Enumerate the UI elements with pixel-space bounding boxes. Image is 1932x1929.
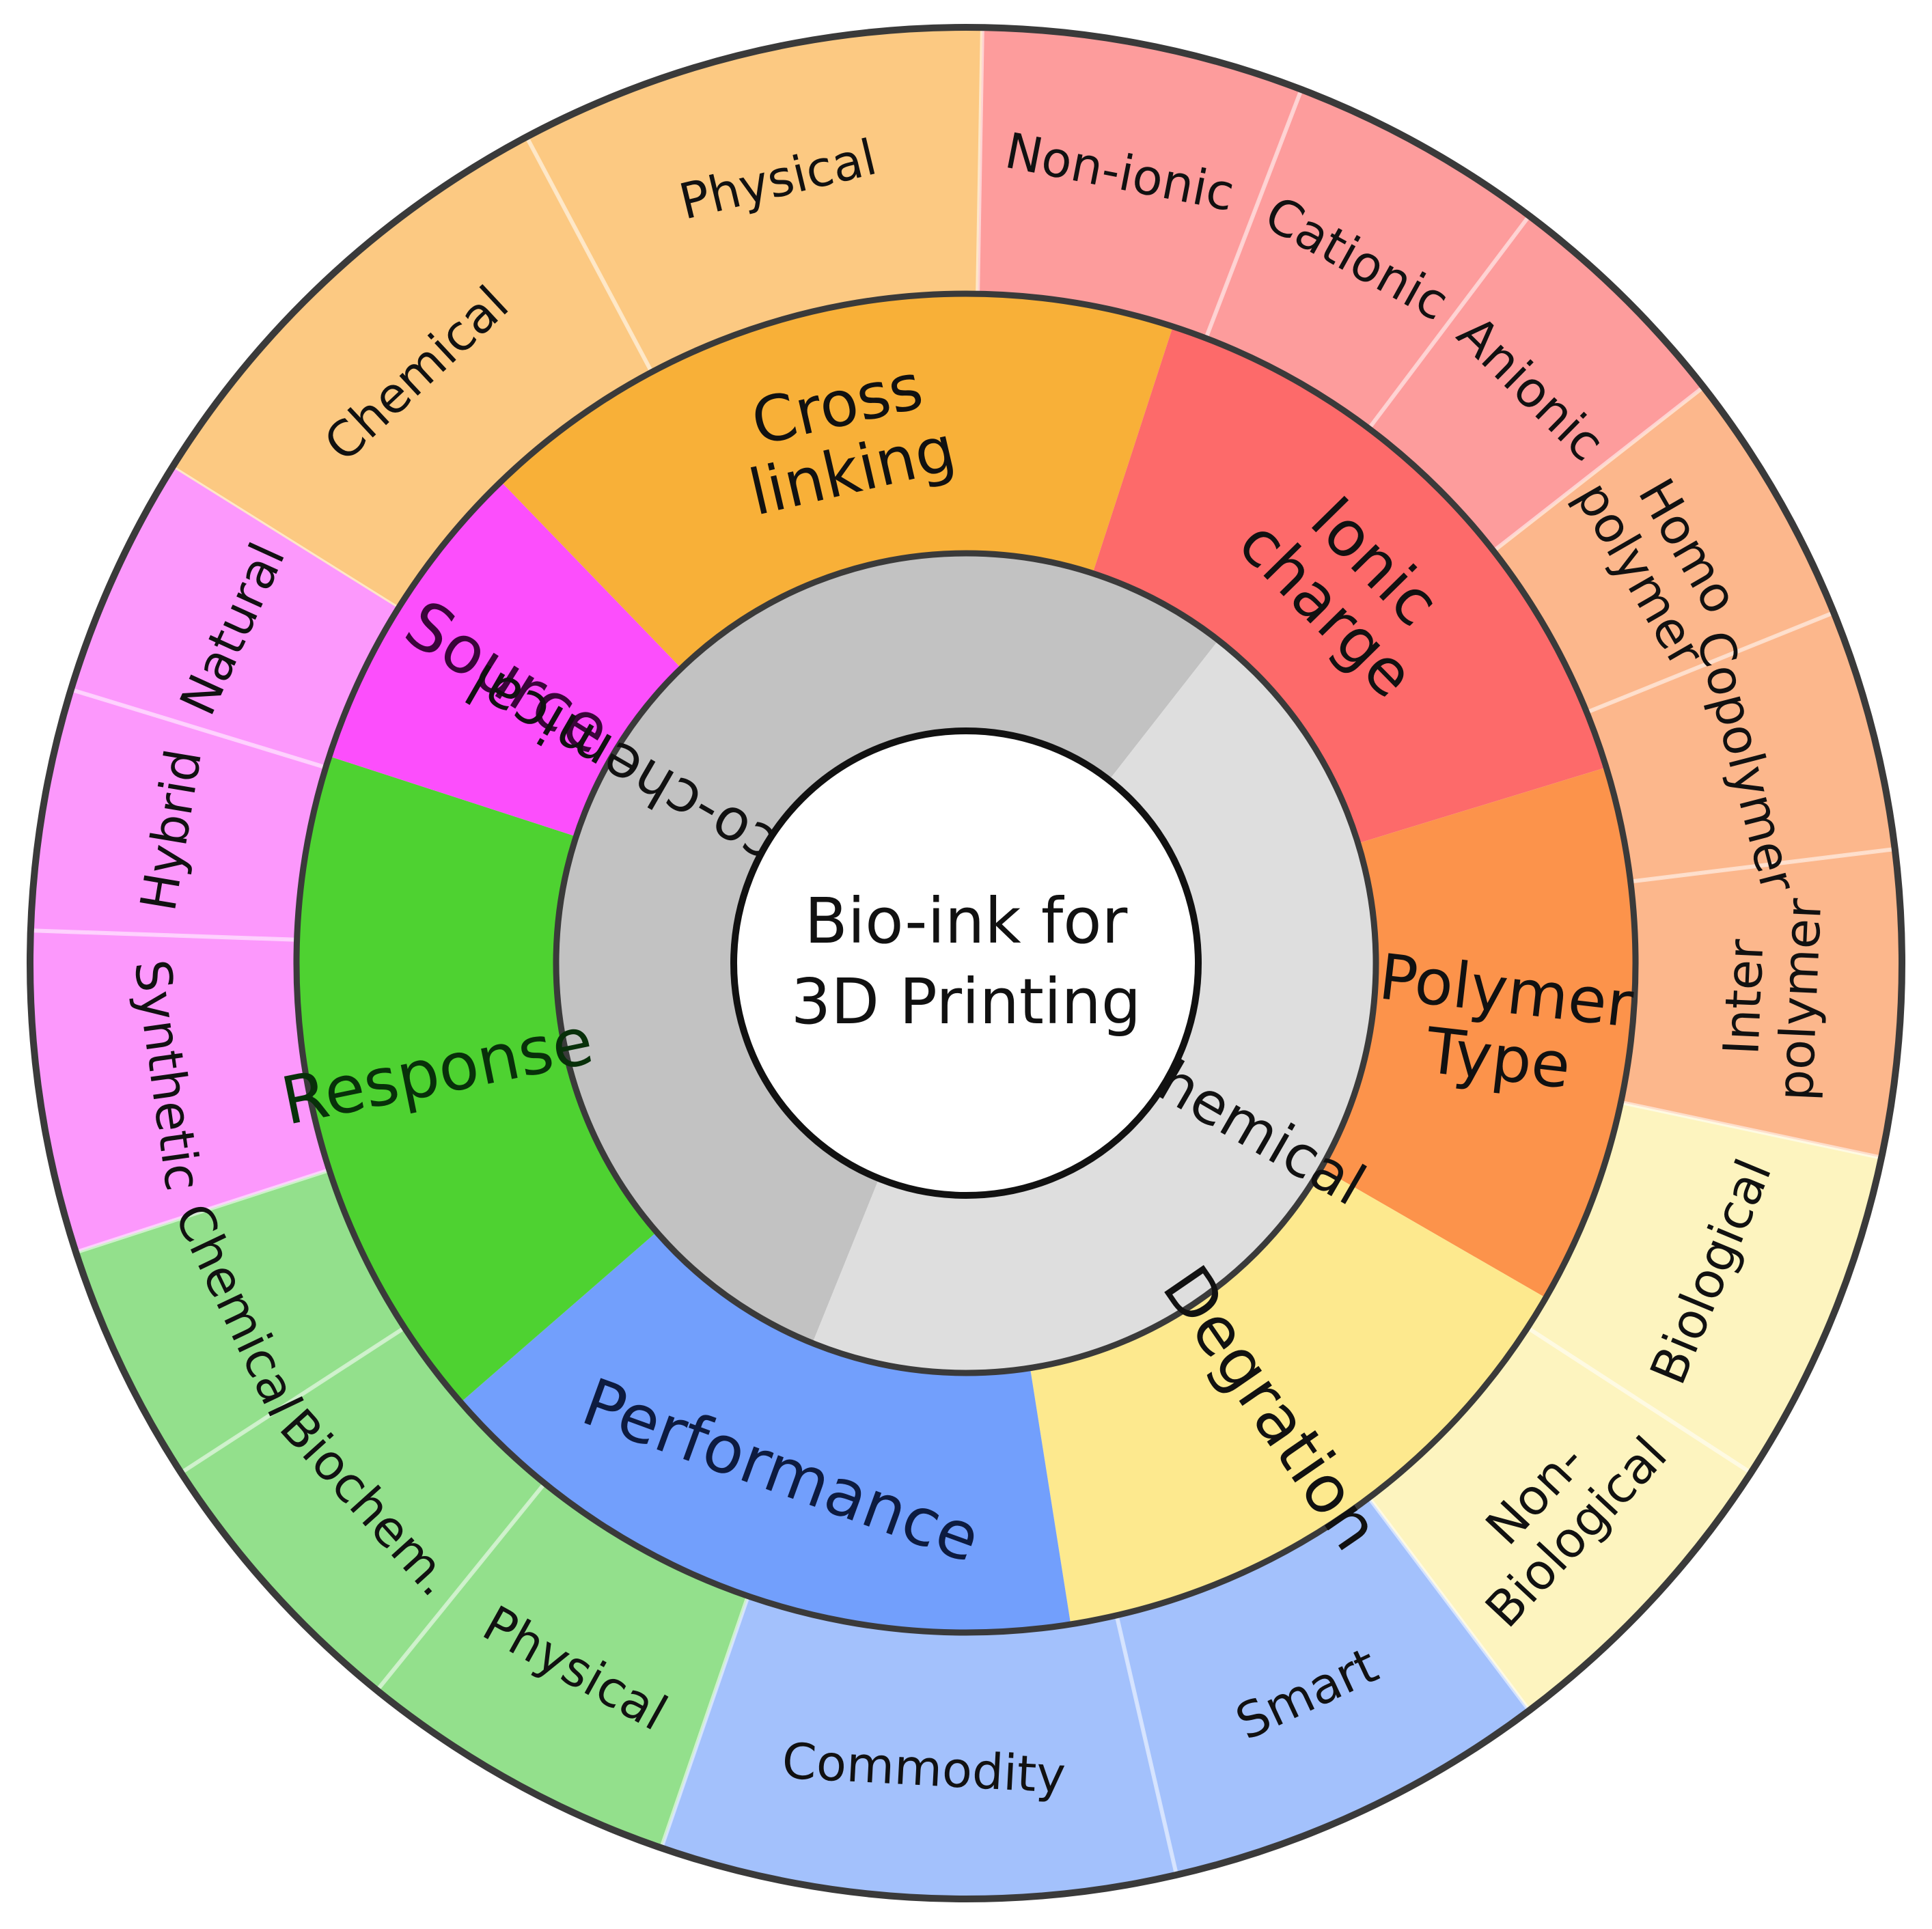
- inner-ring-property-types: [556, 553, 1377, 1373]
- ring-border: [553, 550, 1379, 1376]
- outer-segment-chemical: [172, 137, 652, 609]
- outer-separator: [70, 687, 327, 770]
- outer-separator: [659, 1595, 750, 1849]
- category-segment-polymer-type: [1321, 767, 1636, 1298]
- outer-separator: [976, 27, 984, 294]
- outer-segment-biochem-: [181, 1327, 545, 1691]
- ring-borders: [27, 24, 1905, 1902]
- ring-border: [27, 24, 1905, 1902]
- outer-separator: [1204, 88, 1303, 339]
- outer-segment-smart: [1116, 1497, 1530, 1875]
- outer-separator: [75, 1167, 330, 1255]
- category-segment-degradation: [1030, 1168, 1546, 1624]
- outer-separator: [1492, 385, 1705, 553]
- outer-separator: [1367, 214, 1531, 430]
- outer-separator: [1620, 1100, 1882, 1160]
- property-segment-chemical: [812, 640, 1377, 1373]
- category-segment-cross-linking: [501, 293, 1173, 669]
- outer-segment-chemical: [76, 1169, 405, 1473]
- outer-segment-hybrid: [30, 689, 326, 940]
- outer-ring-subcategories: [30, 27, 1903, 1899]
- outer-separator: [1114, 1615, 1179, 1876]
- polymer-type-label-line: Type: [1422, 1014, 1574, 1102]
- outer-separator: [180, 1326, 406, 1475]
- middle-ring-categories: [296, 293, 1636, 1633]
- outer-segment-homo-polymer: [1493, 387, 1834, 712]
- outer-separator: [525, 135, 654, 374]
- outer-separator: [1526, 1326, 1752, 1475]
- property-segment-physico-chemical: [556, 553, 1219, 1344]
- outer-segment-inter-polymer: [1620, 849, 1903, 1158]
- outer-segment-biological: [1527, 1102, 1882, 1473]
- outer-separator: [1630, 847, 1896, 884]
- outer-label-line: Inter: [1712, 938, 1774, 1056]
- outer-segment-physical: [376, 1483, 748, 1848]
- outer-segment-commodity: [661, 1596, 1177, 1899]
- center-title-line: Bio-ink for: [805, 885, 1128, 958]
- outer-segment-copolymer: [1586, 612, 1895, 882]
- outer-label-line: polymer: [1766, 897, 1832, 1102]
- outer-segment-cationic: [1206, 89, 1530, 429]
- center-title-line: 3D Printing: [791, 965, 1142, 1038]
- category-segment-response: [296, 756, 657, 1402]
- outer-label: Interpolymer: [1710, 894, 1832, 1102]
- outer-segment-physical: [526, 27, 982, 372]
- category-segment-performance: [460, 1232, 1071, 1633]
- outer-separator: [375, 1482, 547, 1692]
- center-circle: [730, 727, 1202, 1199]
- outer-segment-anionic: [1368, 215, 1704, 551]
- outer-segment-natural: [70, 467, 398, 768]
- outer-segment-non-ionic: [978, 27, 1301, 339]
- ring-border: [293, 290, 1639, 1636]
- outer-separator: [1586, 611, 1835, 714]
- outer-segment-synthetic: [30, 930, 329, 1253]
- category-segment-ionic-charge: [1092, 326, 1607, 844]
- category-segment-source: [329, 482, 682, 837]
- outer-separator: [1367, 1496, 1531, 1712]
- outer-segment-non-biological: [1368, 1327, 1751, 1711]
- outer-separator: [30, 928, 297, 942]
